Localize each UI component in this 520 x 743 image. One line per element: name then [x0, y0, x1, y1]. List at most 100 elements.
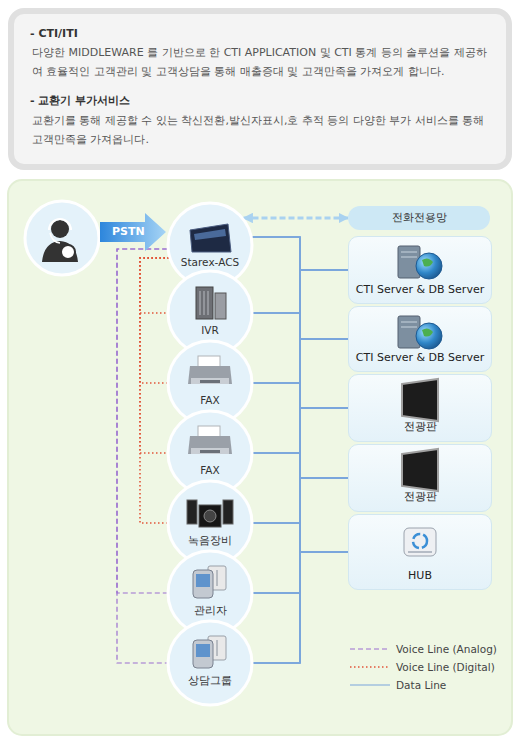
device-label: 상담그룹 [166, 674, 254, 688]
legend-sample [350, 662, 390, 672]
pda-line [217, 640, 218, 656]
circle-outline [166, 619, 254, 707]
server-label: CTI Server & DB Server [349, 283, 491, 296]
section-heading: - CTI/ITI [30, 27, 492, 40]
digital-voice-line [140, 258, 169, 383]
pda-screen [196, 574, 210, 587]
customer-circle [25, 201, 99, 275]
server-case [398, 316, 420, 348]
fax-front [191, 378, 229, 384]
legend-row: Voice Line (Analog) [350, 640, 497, 658]
speaker-left [187, 500, 197, 524]
device-label: Starex-ACS [166, 256, 254, 268]
server-box: CTI Server & DB Server [348, 236, 492, 304]
server-icon [398, 316, 442, 349]
legend-text: Data Line [396, 679, 446, 691]
customer-head [51, 220, 69, 238]
hub-symbol [413, 534, 427, 548]
device-label: 관리자 [166, 604, 254, 618]
pda-line [217, 570, 218, 586]
fax-slot [200, 380, 220, 383]
globe-land [422, 258, 433, 266]
legend-line [350, 666, 390, 668]
fax-icon [188, 356, 232, 384]
headset-band [49, 219, 71, 230]
server-box: 전광판 [348, 444, 492, 512]
hub-slot [408, 551, 432, 553]
display-board [402, 449, 438, 491]
network-label: PSTN [112, 225, 145, 238]
server-box: 전광판 [348, 374, 492, 442]
fax-front [191, 448, 229, 454]
phone-dial [61, 245, 75, 259]
device-label: FAX [166, 394, 254, 406]
recorder-unit [199, 505, 221, 527]
server-globe [416, 323, 442, 349]
data-line [253, 552, 348, 663]
pstn-arrow [100, 213, 166, 251]
pda-icon [193, 636, 226, 668]
legend-row: Voice Line (Digital) [350, 658, 497, 676]
circle-fill [168, 621, 252, 705]
device-label: 녹음장비 [166, 534, 254, 548]
analog-voice-line [117, 249, 167, 663]
server-icon [398, 246, 442, 279]
network-pill: 전화전용망 [348, 206, 490, 230]
pda-front [193, 570, 213, 598]
legend-sample [350, 644, 390, 654]
section-heading: - 교환기 부가서비스 [30, 93, 492, 108]
data-line [253, 339, 348, 663]
server-label: HUB [349, 569, 491, 582]
legend-line [350, 648, 390, 649]
pda-back [208, 636, 226, 660]
recorder-cone [204, 510, 216, 522]
exchange-highlight [194, 229, 226, 240]
fax-icon [188, 426, 232, 454]
server-bays [401, 322, 417, 327]
device-label: IVR [166, 324, 254, 336]
server-box: HUB [348, 514, 492, 590]
diagram-panel [8, 180, 512, 735]
server-globe [416, 253, 442, 279]
fax-paper [198, 426, 220, 438]
network-link [244, 217, 349, 220]
section-body: 교환기를 통해 제공할 수 있는 착신전환,발신자표시,호 추적 등의 다양한 … [30, 111, 492, 149]
customer-body [42, 241, 78, 262]
fax-slot [200, 450, 220, 453]
ivr-ribs [200, 291, 208, 315]
pda-front [193, 640, 213, 668]
analog-voice-line [117, 249, 167, 593]
data-line [253, 478, 348, 663]
fax-paper [198, 356, 220, 368]
display-board [402, 379, 438, 421]
ivr-tower [196, 287, 213, 319]
device-label: FAX [166, 464, 254, 476]
server-case [398, 246, 420, 278]
pda-icon [193, 566, 226, 598]
exchange-device [190, 224, 231, 252]
device-circle: 상담그룹 [166, 619, 254, 707]
server-label: CTI Server & DB Server [349, 351, 491, 364]
fax-body [188, 436, 232, 454]
speaker-right [223, 500, 233, 524]
legend-line [350, 684, 390, 685]
legend-text: Voice Line (Analog) [396, 643, 497, 655]
network-label: 전화전용망 [348, 206, 490, 230]
pda-screen [196, 644, 210, 657]
data-line [253, 408, 348, 663]
legend-row: Data Line [350, 676, 497, 694]
legend: Voice Line (Analog) Voice Line (Digital) D… [350, 640, 497, 694]
server-box: CTI Server & DB Server [348, 306, 492, 372]
data-line [253, 270, 348, 663]
headset-mic [50, 233, 60, 243]
server-bays [401, 252, 417, 257]
server-label: 전광판 [349, 419, 491, 434]
digital-voice-line [140, 258, 169, 523]
info-panel: - CTI/ITI다양한 MIDDLEWARE 를 기반으로 한 CTI APP… [8, 8, 512, 170]
digital-voice-line [140, 258, 169, 453]
globe-land [422, 328, 433, 336]
hub-case [404, 528, 436, 556]
legend-text: Voice Line (Digital) [396, 661, 495, 673]
digital-voice-line [140, 258, 169, 313]
